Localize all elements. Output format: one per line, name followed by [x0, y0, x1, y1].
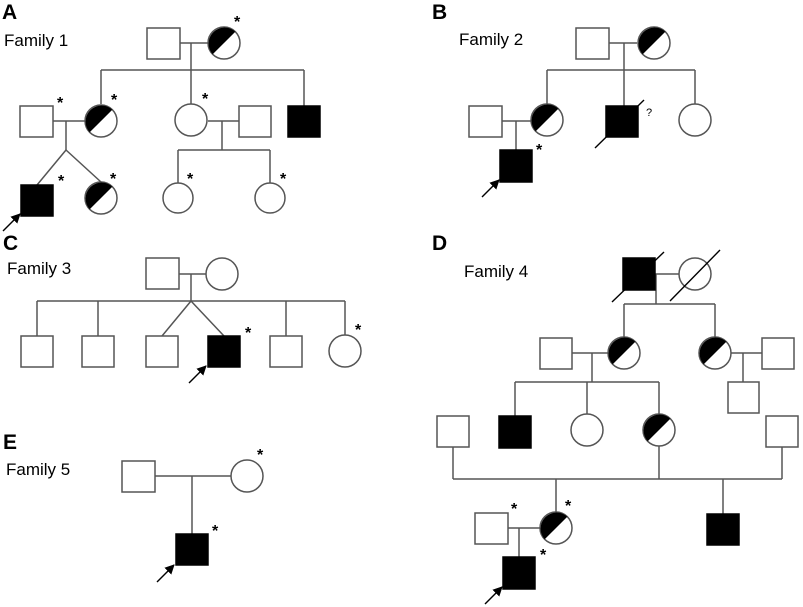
c-proband-arrow — [188, 365, 207, 384]
d-mother-carrier-circle — [539, 511, 573, 545]
d-aunt-carrier-circle — [607, 336, 641, 370]
a-twin-line-right — [65, 149, 102, 183]
d-cousin-square — [727, 381, 760, 414]
e-mother-circle — [230, 459, 264, 493]
b-question-mark: ? — [646, 107, 652, 119]
d-square-far-left — [436, 415, 470, 448]
d-affected-square — [706, 513, 740, 546]
c-proband-affected-square — [207, 335, 241, 368]
d-cousin-circle — [570, 413, 604, 447]
b-proband-affected-square — [499, 149, 533, 183]
a-grandmother-carrier-circle — [207, 26, 241, 60]
a-cousin-circle-right — [254, 182, 286, 214]
a-star-mark: * — [280, 171, 287, 188]
d-uncle-in-law-square — [761, 337, 795, 370]
e-star-mark: * — [212, 523, 219, 540]
d-aunt-carrier-circle-right — [698, 336, 732, 370]
a-star-mark: * — [57, 95, 64, 112]
panel-d-family-label: Family 4 — [464, 262, 528, 281]
b-aunt-circle — [678, 103, 712, 137]
panel-a: A Family 1 * * * * — [2, 1, 321, 232]
e-father-square — [121, 460, 156, 493]
c-star-mark: * — [355, 322, 362, 339]
panel-a-family-label: Family 1 — [4, 31, 68, 50]
a-aunt-circle — [174, 103, 208, 137]
b-grandfather-square — [575, 27, 610, 60]
panel-c-letter: C — [3, 232, 18, 255]
a-aunt-husband-square — [238, 105, 272, 138]
d-deceased-slash — [611, 251, 665, 303]
panel-e-family-label: Family 5 — [6, 460, 70, 479]
a-proband-arrow — [2, 213, 21, 232]
a-grandfather-square — [146, 27, 181, 60]
panel-d: D Family 4 — [432, 232, 799, 605]
panel-b-letter: B — [432, 1, 447, 24]
a-star-mark: * — [202, 91, 209, 108]
panel-e: E Family 5 * * — [3, 431, 264, 583]
a-cousin-circle-left — [162, 182, 194, 214]
panel-d-letter: D — [432, 232, 447, 255]
d-square-far-right — [765, 415, 799, 448]
a-affected-uncle-square — [287, 105, 321, 138]
a-uncle-in-law-square — [19, 105, 54, 138]
e-proband-arrow — [156, 564, 175, 583]
c-star-mark: * — [245, 325, 252, 342]
panel-c: C Family 3 * * — [3, 232, 362, 384]
a-star-mark: * — [187, 171, 194, 188]
a-star-mark: * — [110, 171, 117, 188]
d-cousin-carrier-circle — [642, 413, 676, 447]
d-father-square — [474, 512, 509, 545]
panel-a-letter: A — [2, 1, 17, 24]
d-proband-affected-square — [502, 556, 536, 590]
a-twin-line-left — [36, 149, 67, 186]
c-father-square — [145, 257, 180, 290]
a-star-mark: * — [234, 14, 241, 31]
d-deceased-affected-grandfather-square — [622, 257, 656, 291]
b-grandmother-carrier-circle — [637, 26, 671, 60]
d-deceased-slash — [669, 249, 721, 302]
b-proband-arrow — [481, 179, 500, 198]
a-sister-carrier-circle — [84, 181, 118, 215]
c-twin-line-right — [190, 300, 225, 337]
c-mother-circle — [205, 257, 239, 291]
e-proband-affected-square — [175, 533, 209, 566]
b-deceased-slash — [594, 99, 645, 149]
b-star-mark: * — [536, 142, 543, 159]
d-affected-cousin-square — [498, 415, 532, 449]
d-father-in-law-square — [539, 337, 573, 370]
c-twin-brother-square — [145, 335, 179, 368]
a-star-mark: * — [111, 92, 118, 109]
d-star-mark: * — [540, 547, 547, 564]
panel-b-family-label: Family 2 — [459, 30, 523, 49]
a-star-mark: * — [58, 173, 65, 190]
d-deceased-grandmother-circle — [678, 257, 712, 291]
panel-b: B Family 2 ? * — [432, 1, 712, 198]
b-mother-carrier-circle — [530, 103, 564, 137]
e-star-mark: * — [257, 447, 264, 464]
c-brother-square-1 — [20, 335, 54, 368]
a-proband-affected-square — [20, 184, 54, 217]
a-mother-carrier-circle — [84, 104, 118, 138]
d-star-mark: * — [565, 498, 572, 515]
c-sister-circle — [328, 334, 362, 368]
d-star-mark: * — [511, 501, 518, 518]
d-proband-arrow — [484, 586, 503, 605]
panel-e-letter: E — [3, 431, 17, 454]
c-brother-square-3 — [269, 335, 303, 368]
panel-c-family-label: Family 3 — [7, 259, 71, 278]
c-twin-line-left — [161, 300, 192, 337]
b-father-square — [468, 105, 503, 138]
c-brother-square-2 — [81, 335, 115, 368]
